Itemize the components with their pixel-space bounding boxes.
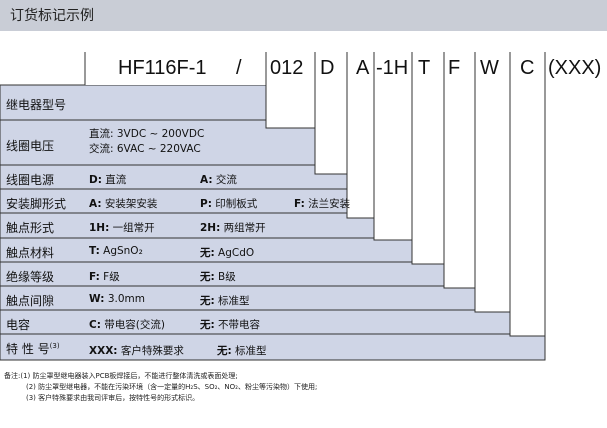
contact-gap-opt-none: 无: 标准型 [200,295,250,307]
code-mounting: A [356,57,370,79]
capacitor-opt-c: C: 带电容(交流) [89,319,165,331]
row-label-insulation: 绝缘等级 [6,270,55,284]
row-label-coil-power: 线圈电源 [6,173,55,187]
model-code-dividers [0,52,546,360]
mounting-opt-f: F: 法兰安装 [294,198,351,210]
code-coil-power: D [320,57,335,79]
footnote-2: (2) 防尘罩型继电器，不能在污染环境（含一定量的H₂S、SO₂、NO₂、粉尘等… [26,383,318,391]
footnote-1: 备注:(1) 防尘罩型继电器装入PCB板焊接后，不能进行整体清洗或表面处理; [4,372,238,380]
code-contact-material: T [418,57,431,79]
insulation-opt-none: 无: B级 [200,271,236,283]
capacitor-opt-none: 无: 不带电容 [200,319,261,331]
model-slash: / [236,57,242,79]
row-label-mounting: 安装脚形式 [6,197,67,211]
special-opt-xxx: XXX: 客户特殊要求 [89,345,184,357]
code-insulation: F [448,57,461,79]
mounting-opt-a: A: 安装架安装 [89,198,158,210]
footnote-ref: (3) [49,342,60,350]
row-label-contact-gap: 触点间隙 [6,294,55,308]
coil-voltage-ac: 交流: 6VAC ~ 220VAC [89,143,201,155]
footnotes: 备注:(1) 防尘罩型继电器装入PCB板焊接后，不能进行整体清洗或表面处理; (… [4,371,317,404]
coil-voltage-dc: 直流: 3VDC ~ 200VDC [89,128,205,140]
footnote-3: (3) 客户特殊要求由我司评审后，按特性号的形式标识。 [26,394,200,402]
code-contact-gap: W [480,57,499,79]
row-label-coil-voltage: 线圈电压 [6,139,55,153]
coil-power-opt-d: D: 直流 [89,174,127,186]
row-label-capacitor: 电容 [6,318,31,332]
special-opt-none: 无: 标准型 [217,345,267,357]
row-label-contact-material: 触点材料 [6,246,55,260]
contact-form-opt-2h: 2H: 两组常开 [200,222,266,234]
code-contact-form: -1H [376,57,409,79]
relay-model-label: 继电器型号 [6,98,67,112]
contact-material-opt-none: 无: AgCdO [200,247,255,259]
mounting-opt-p: P: 印制板式 [200,198,258,210]
contact-form-opt-1h: 1H: 一组常开 [89,222,155,234]
model-prefix: HF116F-1 [118,57,207,79]
code-coil-voltage: 012 [270,57,304,79]
code-special: (XXX) [548,57,602,79]
row-label-contact-form: 触点形式 [6,221,55,235]
contact-material-opt-t: T: AgSnO₂ [89,245,143,257]
page-title: 订货标记示例 [0,0,607,31]
code-capacitor: C [520,57,535,79]
spec-table-background [0,85,546,361]
coil-power-opt-a: A: 交流 [200,174,237,186]
insulation-opt-f: F: F级 [89,271,120,283]
row-label-special: 特 性 号(3) [6,342,60,356]
contact-gap-opt-w: W: 3.0mm [89,293,145,305]
